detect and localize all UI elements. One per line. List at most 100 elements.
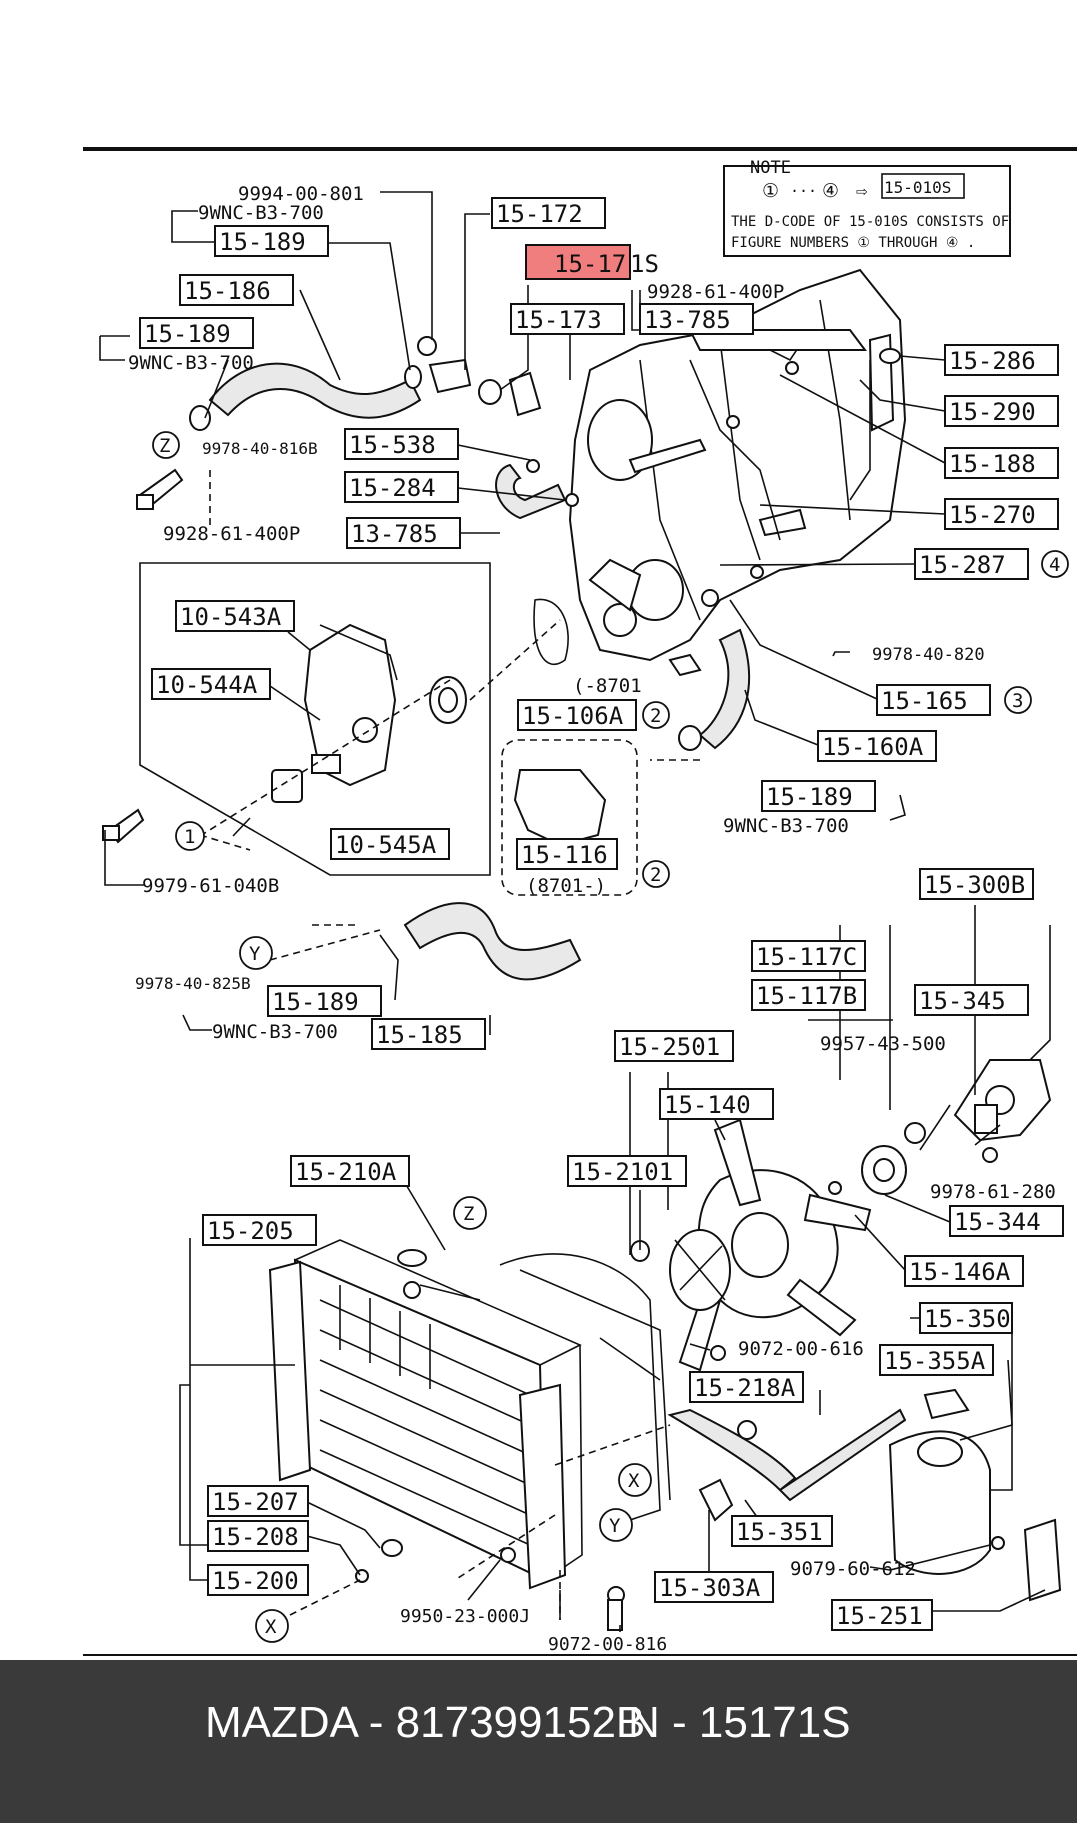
svg-text:15-116: 15-116: [521, 841, 608, 869]
label-9979-61-040b: 9979-61-040B: [142, 875, 279, 897]
label-15-207: 15-207: [207, 1485, 309, 1517]
label-9978-61-280: 9978-61-280: [930, 1181, 1056, 1203]
hose-15-160a: [698, 628, 751, 750]
note-range-start: ①: [762, 180, 779, 202]
label-9994-00-801: 9994-00-801: [238, 183, 364, 205]
svg-text:15-284: 15-284: [349, 474, 436, 502]
label-9978-40-820: 9978-40-820: [872, 645, 985, 665]
marker-2b: 2: [642, 860, 670, 888]
label-9wnc-top: 9WNC-B3-700: [198, 202, 324, 224]
marker-y-left: Y: [239, 936, 273, 970]
svg-text:Z: Z: [463, 1203, 474, 1225]
label-13-785-top: 13-785: [639, 303, 754, 335]
label-15-270: 15-270: [944, 498, 1059, 530]
caption-bar: MAZDA - 817399152B N - 15171S: [0, 1660, 1077, 1823]
svg-text:15-140: 15-140: [664, 1091, 751, 1119]
svg-text:15-189: 15-189: [144, 320, 231, 348]
svg-text:15-117C: 15-117C: [756, 943, 857, 971]
svg-text:15-208: 15-208: [212, 1523, 299, 1551]
parts-diagram: NOTE ① ··· ④ ⇨ 15-010S THE D-CODE OF 15-…: [83, 147, 1077, 1656]
svg-text:15-2501: 15-2501: [619, 1033, 720, 1061]
label-9wnc-low: 9WNC-B3-700: [212, 1021, 338, 1043]
label-15-189-top: 15-189: [214, 225, 329, 257]
gasket-15-106a: [533, 598, 569, 666]
svg-text:15-300B: 15-300B: [924, 871, 1025, 899]
svg-text:15-350: 15-350: [924, 1305, 1011, 1333]
svg-text:15-538: 15-538: [349, 431, 436, 459]
svg-text:15-160A: 15-160A: [822, 733, 924, 761]
svg-text:15-172: 15-172: [496, 200, 583, 228]
label-15-189-right: 15-189: [761, 780, 876, 812]
svg-text:15-207: 15-207: [212, 1488, 299, 1516]
svg-text:15-189: 15-189: [766, 783, 853, 811]
marker-x-mid: X: [618, 1463, 652, 1497]
label-15-189-left: 15-189: [139, 317, 254, 349]
svg-text:15-189: 15-189: [219, 228, 306, 256]
svg-text:15-355A: 15-355A: [884, 1347, 986, 1375]
svg-text:2: 2: [650, 705, 661, 727]
note-range-dots: ···: [790, 182, 817, 200]
marker-1: 1: [175, 821, 205, 851]
svg-text:15-173: 15-173: [515, 306, 602, 334]
hose-15-186: [208, 362, 422, 419]
label-15-538: 15-538: [344, 428, 459, 460]
label-15-300b: 15-300B: [919, 868, 1034, 900]
label-15-351: 15-351: [731, 1515, 833, 1547]
svg-text:15-344: 15-344: [954, 1208, 1041, 1236]
oil-pump-sketch: [102, 623, 467, 844]
fan-assembly-sketch: [630, 1059, 1052, 1372]
label-15-286: 15-286: [944, 344, 1059, 376]
svg-text:15-270: 15-270: [949, 501, 1036, 529]
svg-text:4: 4: [1049, 554, 1060, 576]
svg-text:Y: Y: [249, 943, 261, 965]
svg-text:15-185: 15-185: [376, 1021, 463, 1049]
label-9957-43-500: 9957-43-500: [820, 1033, 946, 1055]
svg-text:15-303A: 15-303A: [659, 1574, 761, 1602]
label-8701-b: (8701-): [526, 875, 606, 897]
left-subassembly-outline: [139, 562, 491, 876]
note-box: NOTE ① ··· ④ ⇨ 15-010S THE D-CODE OF 15-…: [723, 158, 1011, 257]
highlight-15-171s: [526, 245, 630, 279]
svg-text:15-200: 15-200: [212, 1567, 299, 1595]
label-15-350: 15-350: [919, 1302, 1013, 1334]
label-15-210a: 15-210A: [290, 1155, 410, 1187]
svg-text:13-785: 13-785: [644, 306, 731, 334]
reservoir-tank-sketch: [888, 1388, 1062, 1602]
label-10-544a: 10-544A: [151, 668, 271, 700]
label-9950-23-000j: 9950-23-000J: [400, 1606, 530, 1627]
svg-text:15-188: 15-188: [949, 450, 1036, 478]
svg-text:15-117B: 15-117B: [756, 982, 857, 1010]
label-15-106a: 15-106A: [517, 699, 637, 731]
svg-text:15-205: 15-205: [207, 1217, 294, 1245]
svg-text:2: 2: [650, 864, 661, 886]
label-15-186: 15-186: [179, 274, 294, 306]
label-10-543a: 10-543A: [175, 600, 295, 632]
label-15-116: 15-116: [516, 838, 618, 870]
label-9wnc-left: 9WNC-B3-700: [128, 352, 254, 374]
label-15-287: 15-287: [914, 548, 1029, 580]
label-15-200: 15-200: [207, 1564, 309, 1596]
svg-text:Z: Z: [159, 435, 170, 457]
label-15-172: 15-172: [491, 197, 606, 229]
label-15-205: 15-205: [202, 1214, 317, 1246]
label-15-208: 15-208: [207, 1520, 309, 1552]
svg-text:15-218A: 15-218A: [694, 1374, 796, 1402]
note-range-end: ④: [822, 180, 839, 202]
label-15-117b: 15-117B: [751, 979, 866, 1011]
svg-text:15-210A: 15-210A: [295, 1158, 397, 1186]
svg-text:15-351: 15-351: [736, 1518, 823, 1546]
svg-text:15-106A: 15-106A: [522, 702, 624, 730]
leader-lines: [99, 191, 1051, 1632]
note-ref-code: 15-010S: [884, 178, 951, 197]
svg-text:15-290: 15-290: [949, 398, 1036, 426]
label-15-2501: 15-2501: [614, 1030, 734, 1062]
hose-15-351: [667, 1408, 907, 1502]
engine-block-sketch: [568, 268, 907, 677]
marker-y-low: Y: [599, 1508, 633, 1542]
svg-text:10-543A: 10-543A: [180, 603, 282, 631]
label-15-284: 15-284: [344, 471, 459, 503]
label-15-303a: 15-303A: [654, 1571, 774, 1603]
label-15-2101: 15-2101: [567, 1155, 687, 1187]
marker-4: 4: [1041, 550, 1069, 578]
